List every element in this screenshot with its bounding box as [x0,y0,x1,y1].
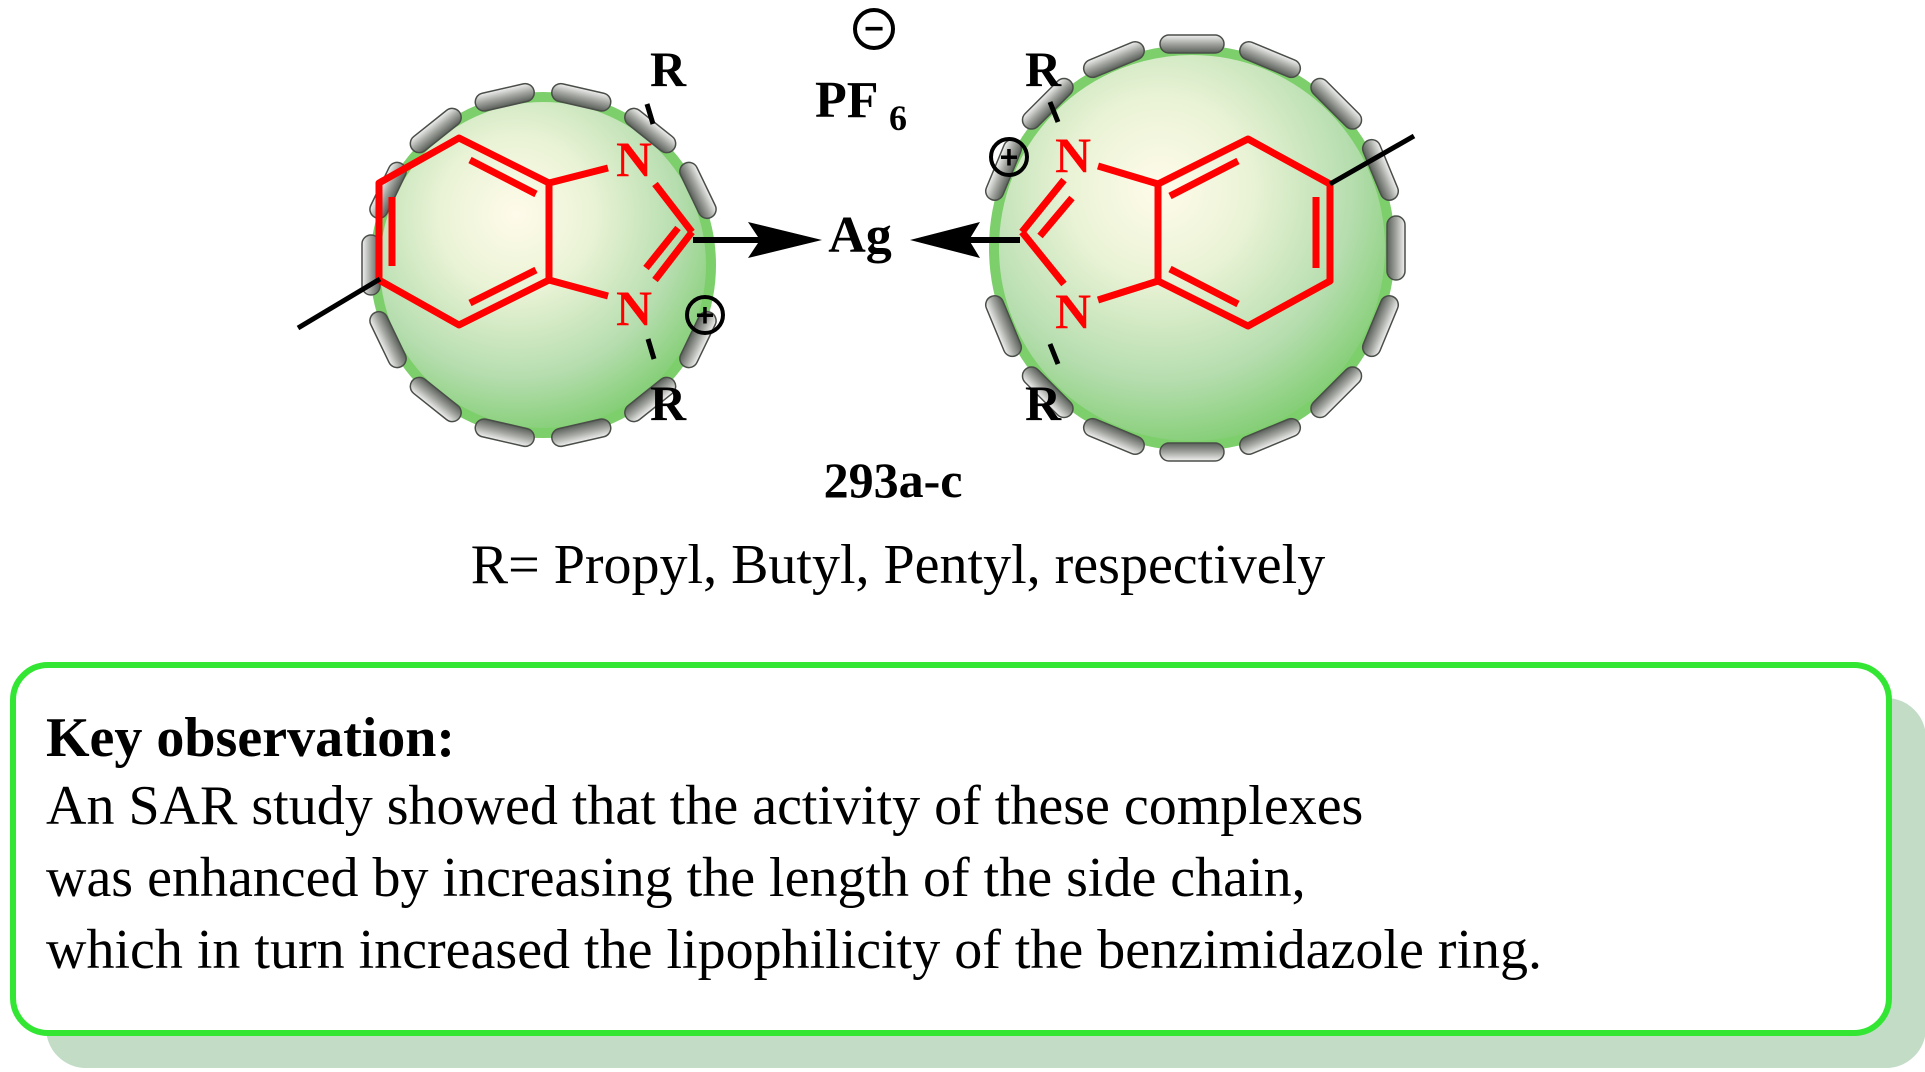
left-dative-arrow [693,222,822,258]
sphere-segment [624,107,677,154]
counterion-subscript: 6 [889,98,907,138]
sphere-segment [474,418,535,448]
sphere-segment [984,295,1023,358]
sphere-segment [624,376,677,423]
sphere-segment [1310,366,1363,419]
sphere-segment [1239,40,1302,79]
left-nitrogen-top: N [616,131,652,187]
left-bonds-black [296,103,657,360]
counterion: − PF 6 [815,8,907,138]
r-label-top-right: R [1025,41,1062,97]
observation-line-1: An SAR study showed that the activity of… [46,775,1364,837]
svg-text:+: + [1000,139,1019,175]
sphere-segment [679,161,717,220]
counterion-formula: PF [815,72,879,129]
right-sphere-segments [984,34,1406,462]
sphere-segment [1021,366,1074,419]
observation-line-2: was enhanced by increasing the length of… [46,847,1306,909]
sphere-segment [1386,215,1406,281]
metal-center: Ag [828,207,892,264]
sphere-segment [1361,138,1400,201]
svg-text:+: + [696,297,715,333]
sphere-segment [679,310,717,369]
compound-id: 293a-c [824,452,963,508]
key-observation-heading: Key observation: [46,707,456,769]
sphere-segment [409,376,462,423]
right-dative-arrow [910,222,1020,258]
right-bonds-black [1047,101,1416,365]
counterion-charge: − [864,10,884,48]
sphere-segment [1082,417,1145,456]
left-nitrogen-bottom: N [616,280,652,336]
right-cation-charge: + [989,137,1029,177]
observation-line-3: which in turn increased the lipophilicit… [46,919,1543,981]
r-label-bottom-left: R [650,375,687,431]
left-sphere [361,82,717,448]
right-sphere [984,34,1406,462]
right-nitrogen-top: N [1055,127,1091,183]
sphere-segment [1361,295,1400,358]
sphere-segment [1239,417,1302,456]
r-label-top-left: R [650,41,687,97]
sphere-segment [1310,77,1363,130]
sphere-segment [551,418,612,448]
sphere-segment [551,82,612,112]
left-cation-charge: + [685,295,725,335]
key-observation-box: Key observation: An SAR study showed tha… [10,662,1892,1036]
right-benzimidazole [1019,135,1334,330]
sphere-segment [1159,34,1225,54]
sphere-segment [1082,40,1145,79]
r-definition: R= Propyl, Butyl, Pentyl, respectively [471,534,1325,596]
sphere-segment [1159,442,1225,462]
sphere-segment [474,82,535,112]
r-label-bottom-right: R [1025,375,1062,431]
right-nitrogen-bottom: N [1055,283,1091,339]
sphere-segment [369,310,407,369]
sphere-segment [409,107,462,154]
left-sphere-segments [361,82,717,448]
